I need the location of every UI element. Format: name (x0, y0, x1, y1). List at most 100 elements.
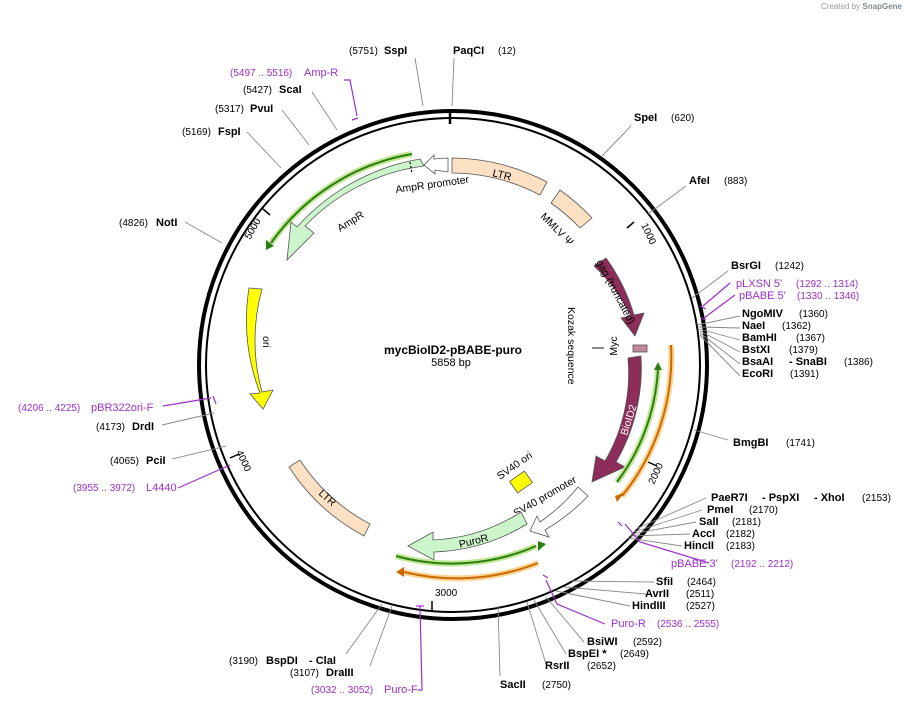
site-bspdi-pos: (3190) (229, 656, 258, 667)
site-clai-name[interactable]: - ClaI (309, 655, 336, 667)
site-paer7i-name[interactable]: PaeR7I (711, 492, 748, 504)
primer-pbr322ori-name[interactable]: pBR322ori-F (91, 402, 154, 414)
primer-l4440-range: (3955 .. 3972) (73, 483, 135, 494)
site-snabi-name[interactable]: - SnaBI (789, 356, 827, 368)
site-ngomiv-name[interactable]: NgoMIV (742, 308, 784, 320)
gag-truncated-feature[interactable] (593, 257, 645, 337)
ampr-promoter-label: AmpR promoter (395, 174, 471, 196)
orf-puror-fwd-arrow (538, 541, 546, 551)
site-sspi-name[interactable]: SspI (384, 45, 407, 57)
tick-label-2000: 2000 (647, 461, 667, 486)
site-scai-name[interactable]: ScaI (279, 84, 302, 96)
orf-bioid2-fwd (616, 367, 659, 483)
site-naei-pos: (1362) (782, 321, 811, 332)
primer-purof-name[interactable]: Puro-F (384, 684, 418, 696)
site-acci-name[interactable]: AccI (692, 528, 715, 540)
site-bsaai-name[interactable]: BsaAI (742, 356, 773, 368)
myc-label: Myc (608, 336, 620, 355)
site-bamhi-name[interactable]: BamHI (742, 332, 777, 344)
sv40-promoter-feature[interactable] (529, 486, 589, 538)
site-bsrgi-name[interactable]: BsrGI (731, 260, 761, 272)
primer-puror-name[interactable]: Puro-R (611, 618, 646, 630)
site-pvui-name[interactable]: PvuI (250, 103, 273, 115)
site-bsiwi-pos: (2592) (633, 637, 662, 648)
primer-pbabe5-name[interactable]: pBABE 5' (739, 290, 786, 302)
ltr-bottom-feature[interactable] (288, 459, 371, 537)
site-avrii-name[interactable]: AvrII (645, 588, 669, 600)
primer-l4440-name[interactable]: L4440 (146, 482, 177, 494)
puror-label: PuroR (458, 532, 490, 551)
ltr-top-feature[interactable] (451, 157, 548, 196)
backbone-outer (197, 109, 709, 621)
site-ecori-pos: (1391) (790, 369, 819, 380)
site-bmgbi-name[interactable]: BmgBI (733, 437, 768, 449)
ori-label: ori (260, 336, 272, 348)
site-spei-name[interactable]: SpeI (634, 112, 657, 124)
backbone-inner (205, 117, 701, 613)
site-draiii-name[interactable]: DraIII (326, 667, 354, 679)
site-bspei-name[interactable]: BspEI * (568, 648, 607, 660)
site-ecori-name[interactable]: EcoRI (742, 368, 773, 380)
site-avrii-pos: (2511) (686, 589, 714, 600)
tick-1000 (626, 221, 635, 229)
site-naei-name[interactable]: NaeI (742, 320, 765, 332)
tick-label-1000: 1000 (638, 222, 658, 247)
site-fspi-name[interactable]: FspI (218, 126, 241, 138)
site-pmei-name[interactable]: PmeI (707, 504, 733, 516)
site-afei-pos: (883) (724, 176, 747, 187)
credit-prefix: Created by (821, 2, 861, 11)
site-bsiwi-name[interactable]: BsiWI (587, 636, 618, 648)
site-pcii-name[interactable]: PciI (146, 455, 166, 467)
tick-4000 (229, 453, 240, 459)
tick-label-4000: 4000 (233, 449, 253, 474)
orf-bioid2-rev-arrow (615, 492, 625, 502)
site-pvui-pos: (5317) (215, 104, 244, 115)
site-hindiii-name[interactable]: HindIII (632, 600, 666, 612)
site-drdi-name[interactable]: DrdI (132, 421, 154, 433)
mmlv-psi-feature[interactable] (550, 189, 593, 229)
site-hindiii-pos: (2527) (686, 601, 715, 612)
orf-bioid2-fwd-arrow (654, 362, 662, 370)
site-bspdi-name[interactable]: BspDI (266, 655, 298, 667)
site-hincii-name[interactable]: HincII (684, 540, 714, 552)
primer-pbabe5-range: (1330 .. 1346) (797, 291, 859, 302)
site-xhoi-name[interactable]: - XhoI (814, 492, 845, 504)
ampr-label: AmpR (335, 209, 366, 235)
plasmid-name: mycBioID2-pBABE-puro (384, 343, 522, 357)
ampr-promoter-feature[interactable] (423, 154, 449, 175)
tick-label-3000: 3000 (435, 588, 458, 599)
primer-ampr-name[interactable]: Amp-R (304, 67, 338, 79)
ampr-feature[interactable] (286, 158, 425, 262)
gag-truncated-label: gag (truncated) (593, 258, 637, 327)
site-hincii-pos: (2183) (726, 541, 755, 552)
site-bsaai-pos: (1386) (844, 357, 873, 368)
primer-pbr322ori-range: (4206 .. 4225) (18, 403, 80, 414)
site-noti-name[interactable]: NotI (156, 217, 177, 229)
site-noti-pos: (4826) (119, 218, 148, 229)
ori-feature[interactable] (246, 287, 274, 410)
bioid2-feature[interactable] (591, 355, 642, 483)
orf-puror-fwd (395, 545, 537, 565)
site-sali-name[interactable]: SalI (699, 516, 719, 528)
site-paqci-name[interactable]: PaqCI (453, 45, 484, 57)
primer-pbabe3-range: (2192 .. 2212) (731, 559, 793, 570)
site-bstxi-name[interactable]: BstXI (742, 344, 770, 356)
site-pcii-pos: (4065) (110, 456, 139, 467)
primer-pbabe3-name[interactable]: pBABE 3' (671, 558, 718, 570)
site-sfii-name[interactable]: SfiI (656, 576, 673, 588)
site-rsrii-pos: (2652) (587, 661, 616, 672)
site-pmei-pos: (2170) (749, 505, 778, 516)
primer-plxsn5-name[interactable]: pLXSN 5' (736, 278, 782, 290)
site-pspxi-name[interactable]: - PspXI (762, 492, 799, 504)
site-leader-lines (161, 57, 741, 677)
site-sacii-name[interactable]: SacII (500, 679, 526, 691)
orf-ampr-arrow (266, 240, 274, 250)
site-sali-pos: (2181) (732, 517, 761, 528)
sv40-ori-feature[interactable] (509, 470, 533, 494)
site-rsrii-name[interactable]: RsrII (545, 660, 569, 672)
site-afei-name[interactable]: AfeI (689, 175, 710, 187)
puror-feature[interactable] (407, 511, 528, 561)
myc-tag-feature[interactable] (632, 344, 648, 353)
site-draiii-pos: (3107) (290, 668, 319, 679)
